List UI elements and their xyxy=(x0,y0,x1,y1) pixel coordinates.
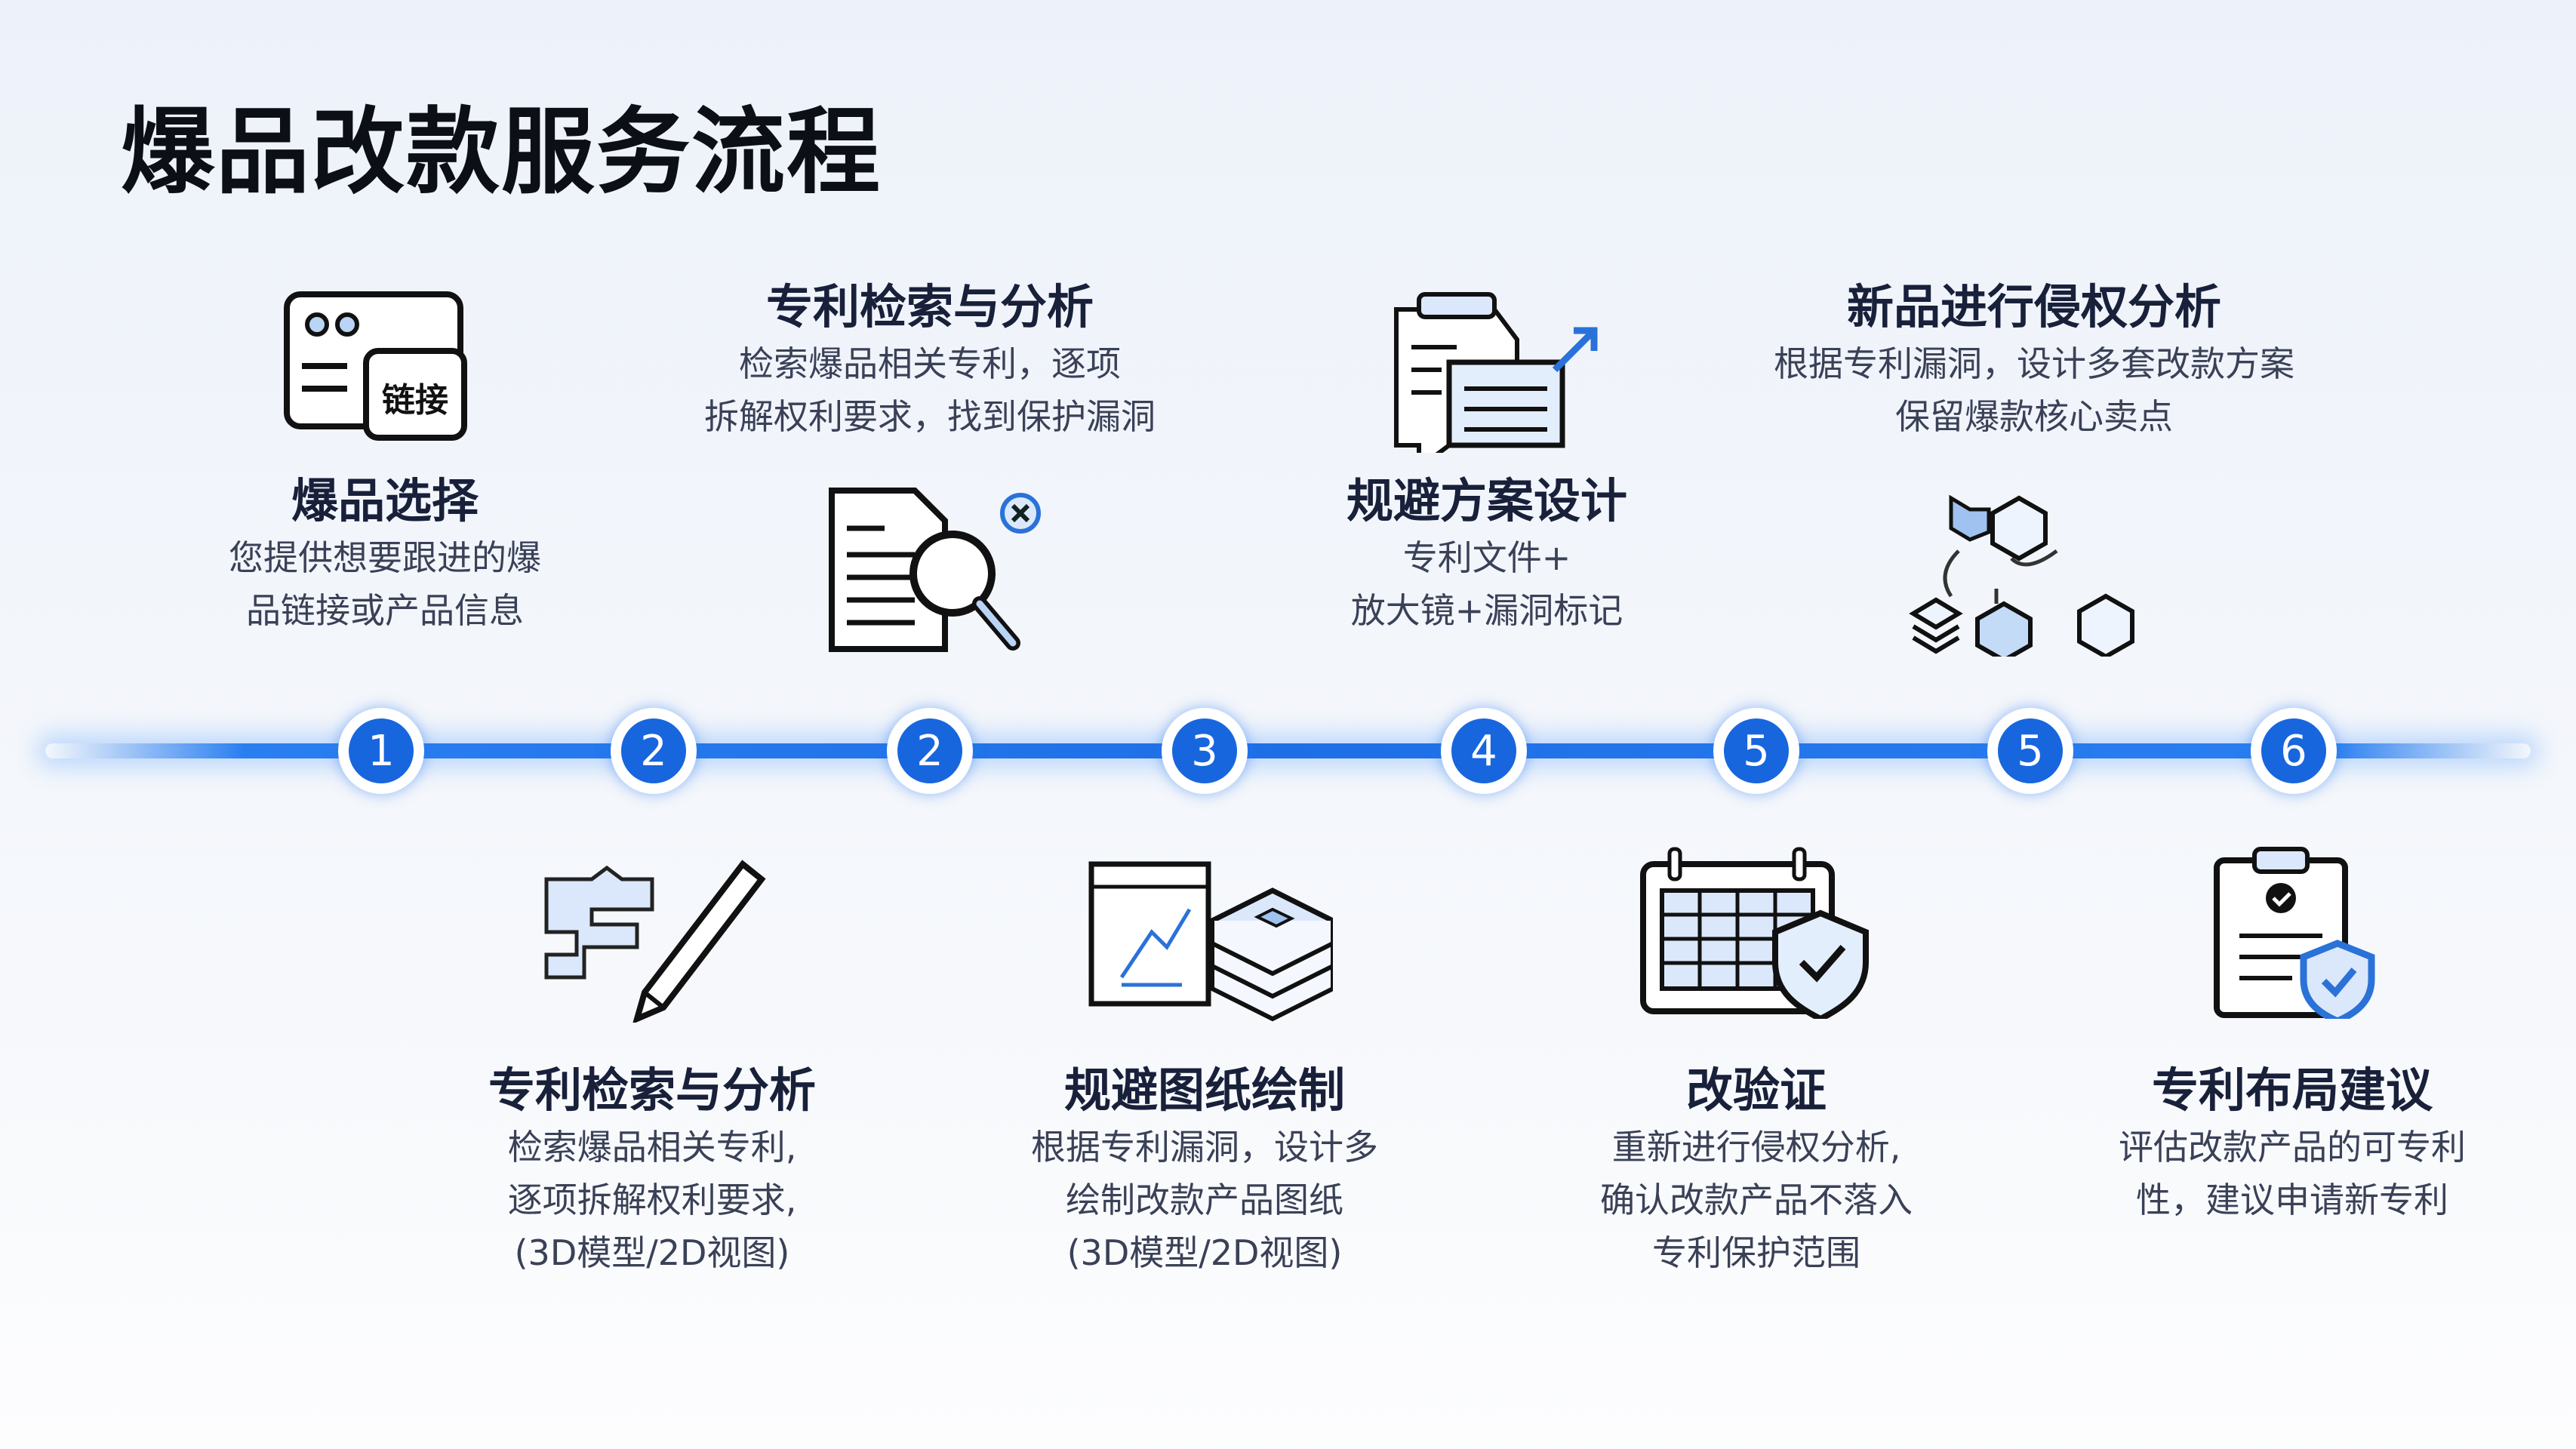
clipboard-check-icon xyxy=(2214,847,2375,1019)
step-desc: 保留爆款核心卖点 xyxy=(1895,396,2173,437)
step-desc: (3D模型/2D视图) xyxy=(514,1232,790,1273)
step-desc: 检索爆品相关专利, xyxy=(507,1127,797,1168)
step-title: 规避图纸绘制 xyxy=(1063,1063,1345,1118)
step-desc: 您提供想要跟进的爆 xyxy=(229,537,541,578)
step-node-7: 5 xyxy=(1987,708,2073,794)
step-desc: 放大镜+漏洞标记 xyxy=(1350,590,1623,631)
calendar-shield-icon xyxy=(1640,847,1869,1019)
step-desc: 拆解权利要求，找到保护漏洞 xyxy=(704,396,1156,437)
step-desc: 逐项拆解权利要求, xyxy=(507,1180,797,1220)
step-card-drawing: 规避图纸绘制 根据专利漏洞，设计多绘制改款产品图纸 (3D模型/2D视图) xyxy=(918,1060,1491,1279)
step-card-infringement-analysis: 新品进行侵权分析 根据专利漏洞，设计多套改款方案保留爆款核心卖点 xyxy=(1747,277,2321,443)
step-card-design-around: 规避方案设计 专利文件+ 放大镜+漏洞标记 xyxy=(1200,471,1774,637)
step-card-patent-layout: 专利布局建议 评估改款产品的可专利性，建议申请新专利 xyxy=(2005,1060,2576,1226)
step-desc: 重新进行侵权分析, xyxy=(1611,1127,1901,1168)
step-title: 专利检索与分析 xyxy=(765,279,1094,334)
step-desc: 根据专利漏洞，设计多 xyxy=(1031,1127,1378,1168)
step-desc: 检索爆品相关专利，逐项 xyxy=(739,343,1121,384)
step-card-verification: 改验证 重新进行侵权分析, 确认改款产品不落入专利保护范围 xyxy=(1470,1060,2043,1279)
step-card-patent-search: 专利检索与分析 检索爆品相关专利，逐项拆解权利要求，找到保护漏洞 xyxy=(643,277,1217,443)
step-desc: 专利文件+ xyxy=(1402,537,1571,578)
step-title: 规避方案设计 xyxy=(1346,473,1627,528)
step-node-5: 4 xyxy=(1441,708,1527,794)
step-desc: 专利保护范围 xyxy=(1652,1232,1860,1273)
step-title: 专利检索与分析 xyxy=(488,1063,816,1118)
step-title: 改验证 xyxy=(1685,1063,1827,1118)
step-title: 专利布局建议 xyxy=(2151,1063,2433,1118)
step-desc: 评估改款产品的可专利 xyxy=(2119,1127,2466,1168)
step-card-product-selection: 爆品选择 您提供想要跟进的爆品链接或产品信息 xyxy=(98,471,672,637)
documents-export-icon xyxy=(1394,292,1598,453)
page-title: 爆品改款服务流程 xyxy=(121,98,882,207)
document-search-icon xyxy=(829,488,1041,652)
step-node-4: 3 xyxy=(1162,708,1248,794)
modules-network-icon xyxy=(1909,494,2134,657)
step-node-1: 1 xyxy=(338,708,424,794)
step-desc: 绘制改款产品图纸 xyxy=(1066,1180,1343,1220)
step-node-6: 5 xyxy=(1713,708,1799,794)
step-node-2: 2 xyxy=(611,708,697,794)
step-desc: (3D模型/2D视图) xyxy=(1066,1232,1343,1273)
step-desc: 品链接或产品信息 xyxy=(246,590,524,631)
step-title: 爆品选择 xyxy=(291,473,479,528)
step-desc: 性，建议申请新专利 xyxy=(2136,1180,2448,1220)
step-desc: 根据专利漏洞，设计多套改款方案 xyxy=(1774,343,2294,384)
svg-text:链接: 链接 xyxy=(382,381,448,420)
blueprint-pencil-icon xyxy=(544,860,766,1023)
step-desc: 确认改款产品不落入 xyxy=(1600,1180,1913,1220)
drawing-3d-model-icon xyxy=(1088,861,1333,1022)
step-card-patent-search-2: 专利检索与分析 检索爆品相关专利, 逐项拆解权利要求, (3D模型/2D视图) xyxy=(365,1060,939,1279)
step-title: 新品进行侵权分析 xyxy=(1846,279,2221,334)
link-card-icon: 链接 xyxy=(284,291,467,441)
step-node-3: 2 xyxy=(887,708,973,794)
step-node-8: 6 xyxy=(2251,708,2337,794)
